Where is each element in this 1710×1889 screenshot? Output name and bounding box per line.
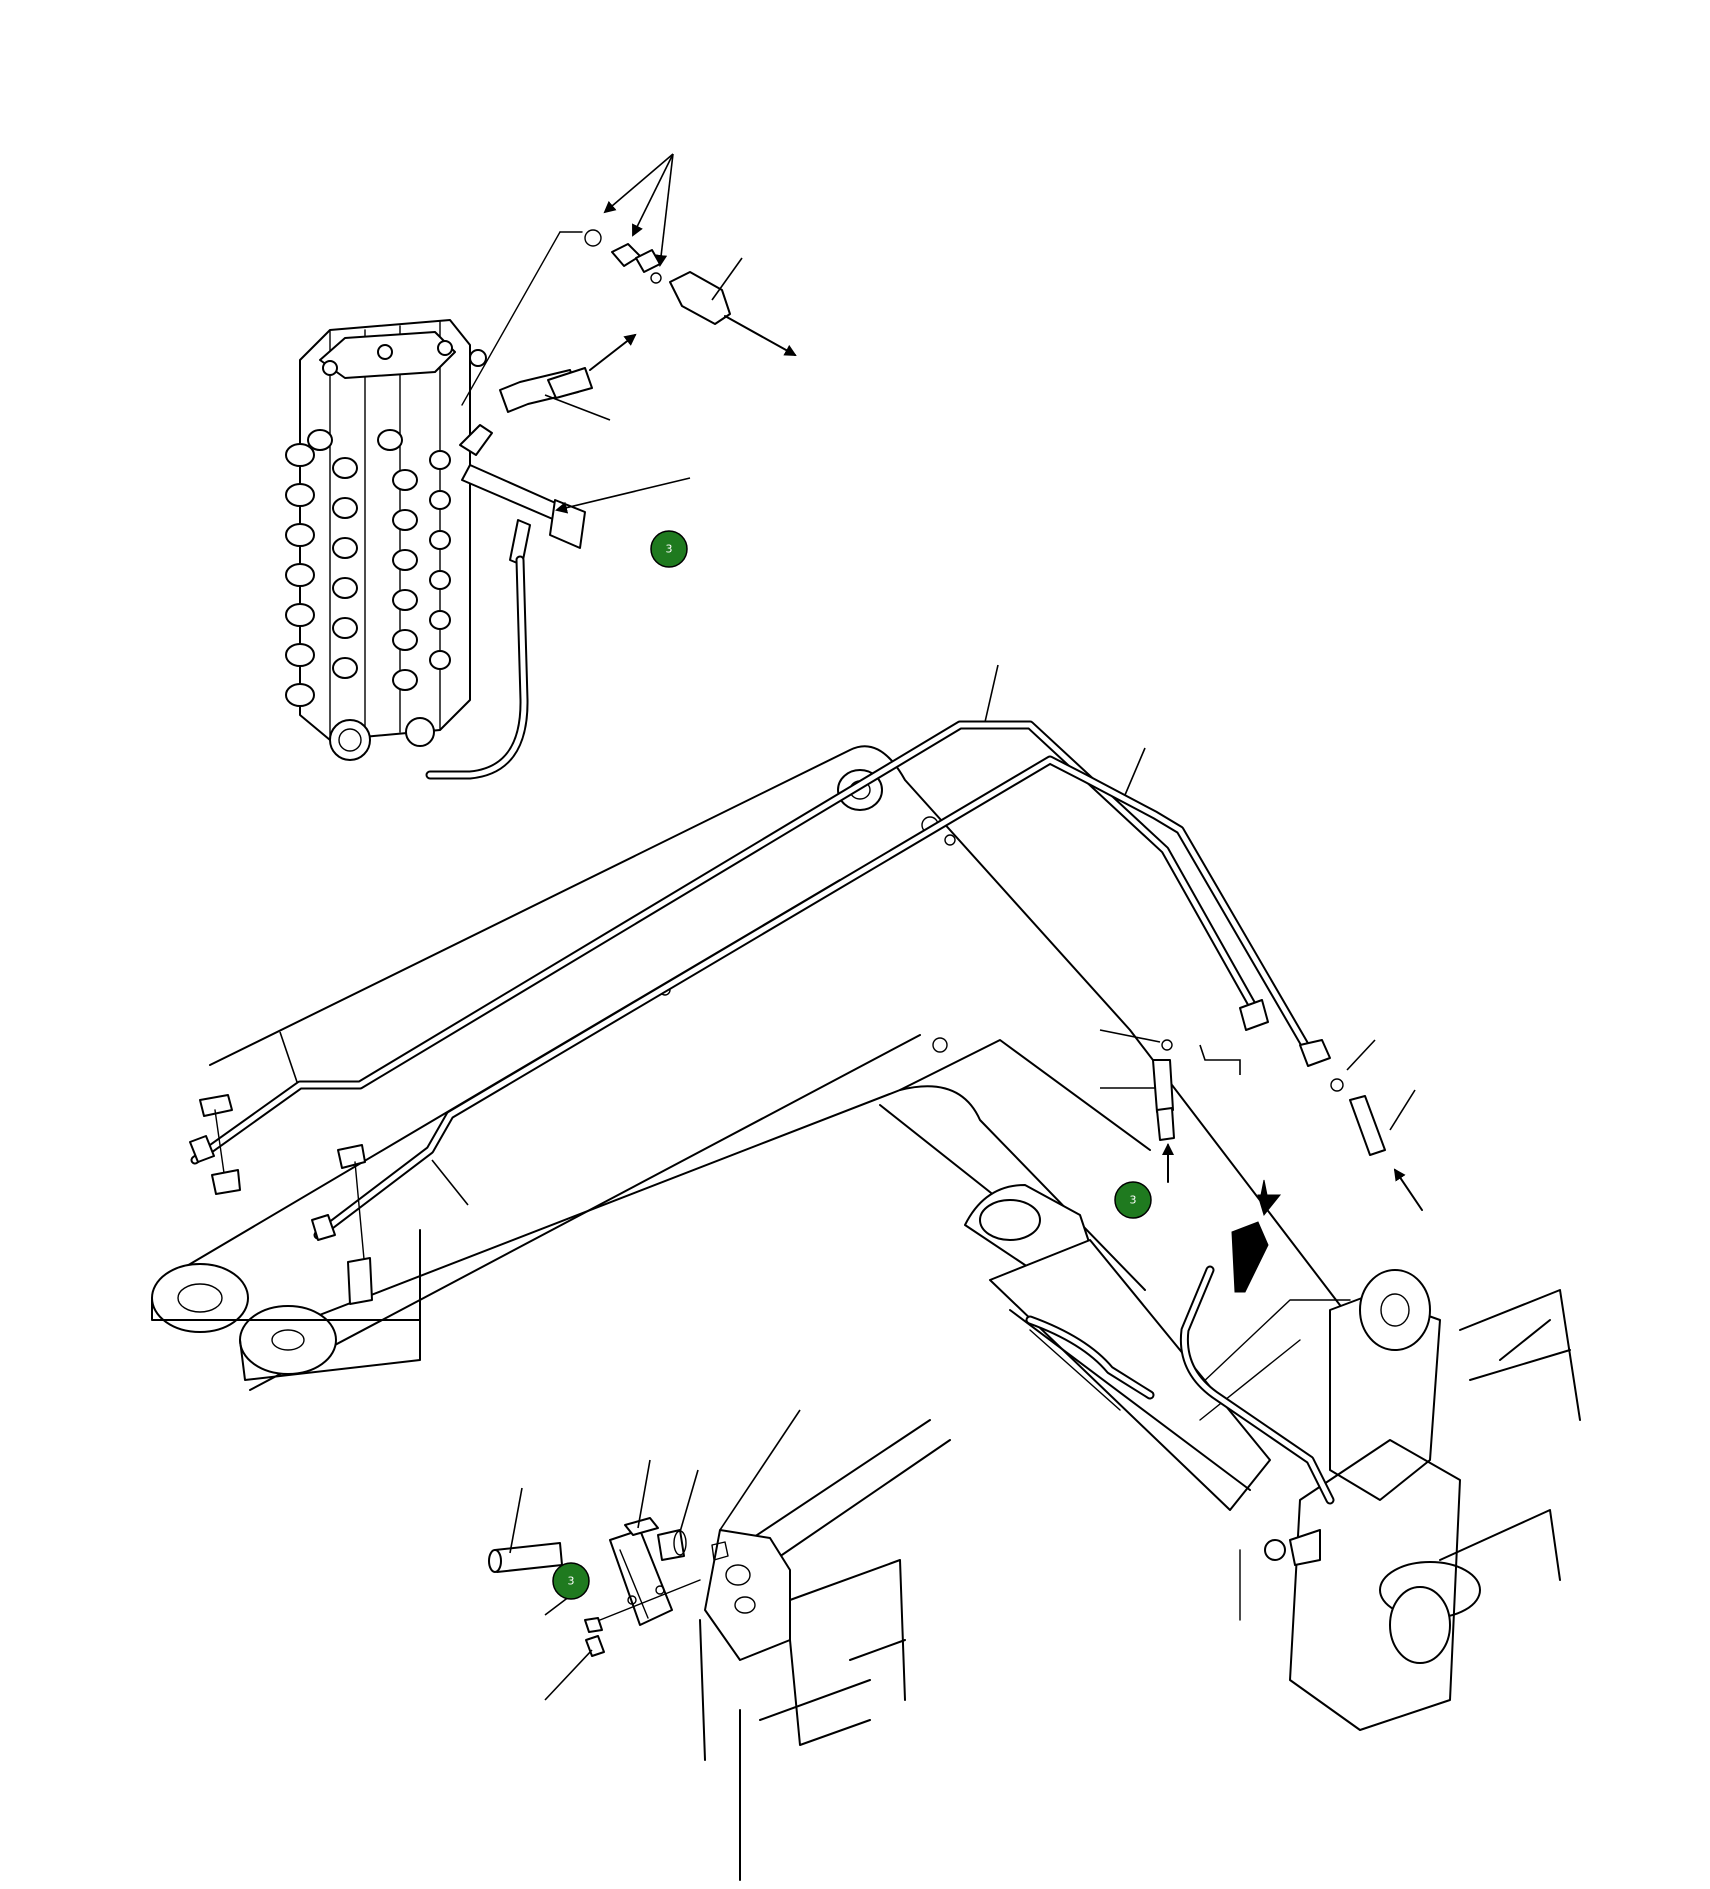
boom-fittings [1099,1029,1423,1293]
marker-callout[interactable]: 3 [552,1562,590,1600]
leader-line [984,664,999,723]
bracket-detail-icon [488,1409,951,1881]
pipe-clamp-right [311,1144,373,1305]
boom-pipe-lower [313,755,1331,1240]
pipe-clamp-left [189,1094,241,1195]
marker-label: 3 [666,543,673,556]
boom-icon [151,745,1581,1731]
leader-line [279,1031,298,1083]
leader-line [431,1159,469,1206]
leader-line [1124,747,1146,796]
control-valve-icon [285,319,586,780]
marker-callout[interactable]: 3 [1114,1181,1152,1219]
marker-callout[interactable]: 3 [650,530,688,568]
boom-pipe-upper [190,720,1269,1165]
coupler-parts [461,153,797,514]
marker-label: 3 [568,1575,575,1588]
marker-label: 3 [1130,1194,1137,1207]
valve-spool-caps [285,429,451,707]
